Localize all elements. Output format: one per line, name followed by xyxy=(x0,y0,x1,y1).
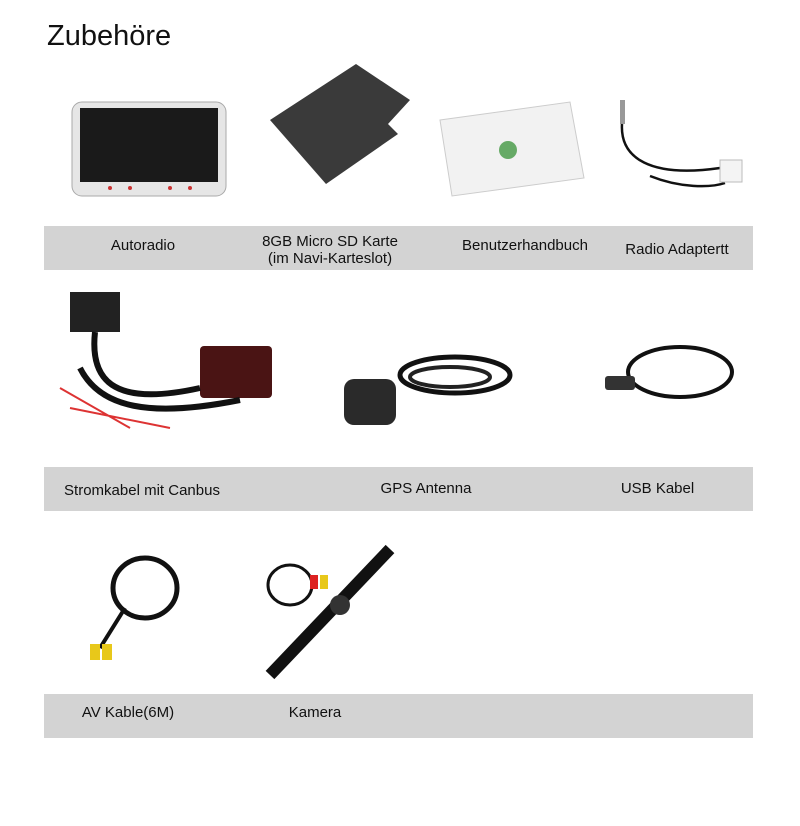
manual-image xyxy=(439,101,585,197)
sd-card-image xyxy=(270,64,410,184)
item-label-gps-antenna: GPS Antenna xyxy=(380,480,472,497)
gps-antenna-image xyxy=(344,354,513,425)
usb-cable-image xyxy=(605,345,734,399)
autoradio-image xyxy=(71,101,227,197)
item-label-radio-adapter: Radio Adaptertt xyxy=(625,241,729,258)
power-cable-image xyxy=(59,292,272,429)
label-bar-row-3 xyxy=(44,694,753,738)
sd-card-label-line1: 8GB Micro SD Karte xyxy=(262,233,398,250)
item-label-camera: Kamera xyxy=(288,704,342,721)
camera-image xyxy=(265,544,395,680)
label-bar-row-1 xyxy=(44,226,753,270)
av-cable-image xyxy=(90,555,180,660)
item-label-power-cable: Stromkabel mit Canbus xyxy=(64,482,220,499)
item-label-autoradio: Autoradio xyxy=(110,237,176,254)
page-title: Zubehöre xyxy=(47,20,172,52)
sd-card-label-line2: (im Navi-Karteslot) xyxy=(267,250,393,267)
item-label-manual: Benutzerhandbuch xyxy=(462,237,588,254)
item-label-av-cable: AV Kable(6M) xyxy=(81,704,175,721)
radio-adapter-image xyxy=(620,100,743,188)
item-label-sd-card: 8GB Micro SD Karte (im Navi-Karteslot) xyxy=(250,233,410,267)
label-bar-row-2 xyxy=(44,467,753,511)
item-label-usb-cable: USB Kabel xyxy=(620,480,695,497)
